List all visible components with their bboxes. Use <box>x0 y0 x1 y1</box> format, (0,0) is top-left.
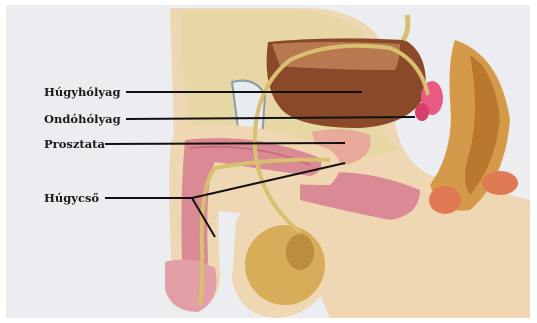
testis <box>245 225 325 305</box>
anal-sphincter <box>482 171 518 195</box>
seminal-vesicle-lobe <box>415 103 429 121</box>
bladder-label: Húgyhólyag <box>44 85 121 99</box>
urethra-label: Húgycső <box>44 191 99 205</box>
prostate-label: Prosztata <box>44 137 105 151</box>
epididymis <box>286 234 314 270</box>
rectal-muscle <box>429 186 461 214</box>
prostate-leader-line <box>105 143 345 144</box>
seminal-vesicle-label: Ondóhólyag <box>44 112 121 126</box>
